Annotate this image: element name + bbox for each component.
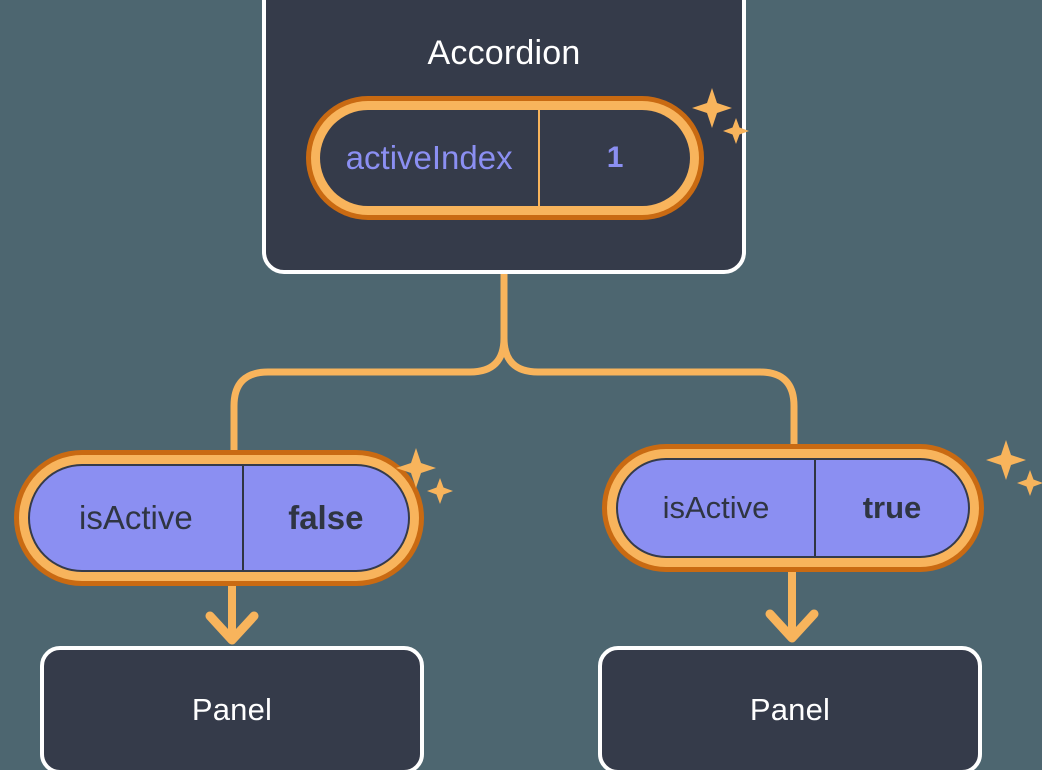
panel-title: Panel [749,692,831,727]
prop-pill-is-active-true[interactable]: isActive true [602,444,984,572]
arrow-left-panel [205,586,259,645]
wire-right-branch [500,270,798,454]
pill-content: isActive true [616,458,970,558]
pill-content: isActive false [28,464,410,572]
wire-left-branch [230,270,508,460]
state-pill-active-index[interactable]: activeIndex 1 [306,96,704,220]
sparkle-large-icon [986,440,1026,480]
pill-value-label: 1 [606,141,624,174]
page-title: Accordion [427,34,581,72]
prop-pill-is-active-false[interactable]: isActive false [14,450,424,586]
sparkle-small-icon [1017,470,1042,496]
pill-key-label: isActive [78,499,193,536]
pill-key-label: isActive [662,490,770,525]
pill-value-label: false [288,499,364,536]
panel-card-left[interactable]: Panel [40,646,424,770]
pill-value-label: true [862,490,922,525]
pill-divider [814,460,816,556]
pill-divider [538,110,541,206]
pill-content: activeIndex 1 [320,110,690,206]
panel-title: Panel [191,692,273,727]
arrow-right-panel [765,572,819,643]
pill-divider [241,466,244,570]
sparkle-small-icon [427,478,453,504]
panel-card-right[interactable]: Panel [598,646,982,770]
sparkle-decoration-right [986,440,1042,496]
pill-key-label: activeIndex [345,139,513,176]
